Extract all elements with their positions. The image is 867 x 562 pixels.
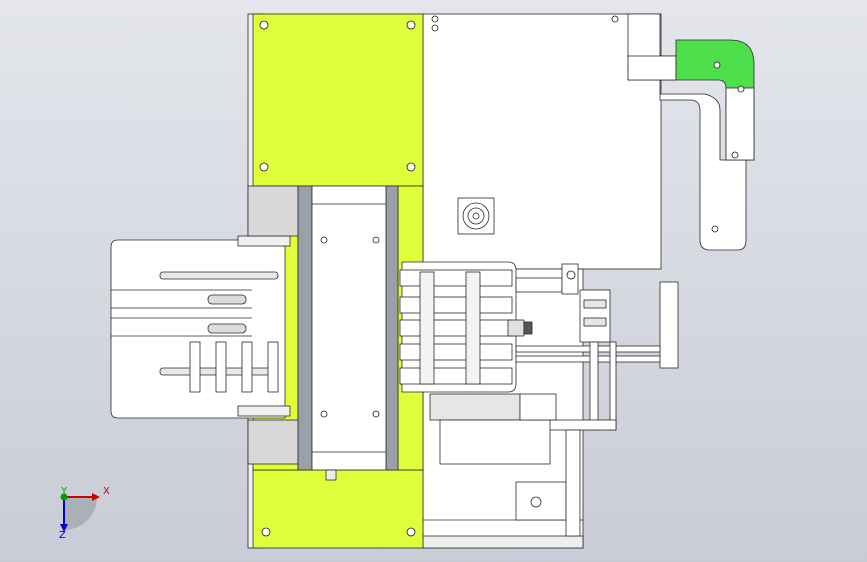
mounting-holes bbox=[259, 15, 745, 537]
axis-triad bbox=[60, 493, 100, 532]
upper-right-housing bbox=[627, 13, 747, 251]
servo-motor-flange bbox=[457, 197, 495, 235]
cylinder-body bbox=[429, 393, 557, 465]
axis-label-x: X bbox=[103, 486, 110, 497]
guide-rods bbox=[159, 271, 279, 393]
central-slide-block bbox=[247, 185, 399, 481]
left-carriage-table bbox=[110, 235, 291, 419]
lower-mount-plate bbox=[515, 429, 581, 537]
right-actuator-assembly bbox=[515, 263, 679, 431]
axis-label-z: Z bbox=[59, 530, 66, 541]
axis-label-y: Y bbox=[61, 486, 68, 497]
gripper-frame bbox=[399, 261, 533, 393]
